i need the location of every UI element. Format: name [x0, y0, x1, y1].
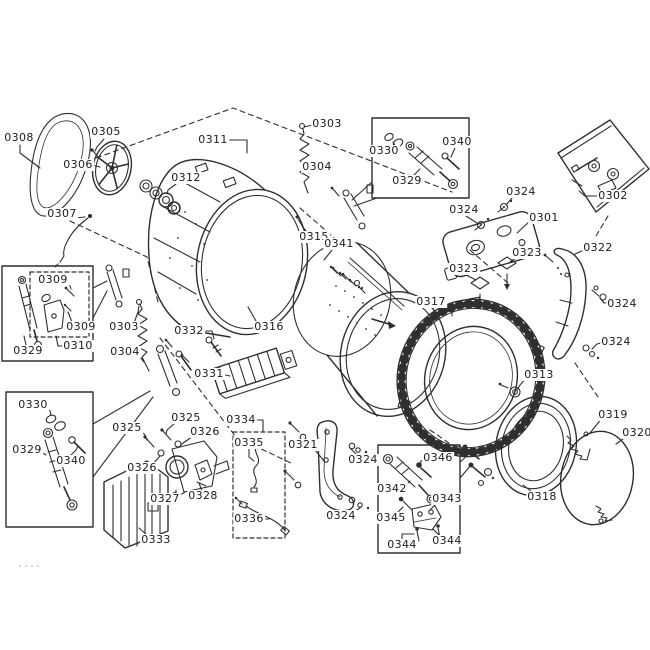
damping-block-drawing — [210, 347, 298, 399]
part-label-0321: 0321 — [287, 438, 319, 451]
clamp-ring-drawing — [559, 430, 635, 526]
part-label-0324: 0324 — [448, 203, 480, 216]
part-label-0313: 0313 — [523, 368, 555, 381]
part-label-0301: 0301 — [528, 211, 560, 224]
part-label-0327: 0327 — [149, 492, 181, 505]
part-label-0317: 0317 — [415, 295, 447, 308]
bearing-set-drawing — [139, 179, 181, 215]
part-label-0324: 0324 — [325, 509, 357, 522]
motor-drawing — [103, 460, 177, 549]
part-label-0311: 0311 — [197, 133, 229, 146]
central-damper-drawing — [155, 338, 190, 397]
part-label-0324: 0324 — [347, 453, 379, 466]
part-label-0333: 0333 — [140, 533, 172, 546]
part-label-0340: 0340 — [441, 135, 473, 148]
part-label-0310: 0310 — [62, 339, 94, 352]
kit-box-shock-left — [5, 390, 154, 528]
part-label-0322: 0322 — [582, 241, 614, 254]
part-label-0329: 0329 — [11, 443, 43, 456]
part-label-0342: 0342 — [376, 482, 408, 495]
kit-box-shock-top — [351, 117, 470, 207]
pressure-hose-drawing — [54, 214, 92, 268]
part-label-0330: 0330 — [17, 398, 49, 411]
assembly-guide-lines — [69, 107, 609, 465]
part-label-0302: 0302 — [597, 189, 629, 202]
part-label-0325: 0325 — [111, 421, 143, 434]
pulley-drawing — [91, 140, 133, 196]
pulley-screw-drawing — [90, 148, 100, 159]
part-label-0346: 0346 — [422, 451, 454, 464]
part-label-0329: 0329 — [391, 174, 423, 187]
part-label-0303: 0303 — [108, 320, 140, 333]
part-label-0330: 0330 — [368, 144, 400, 157]
rear-tub-drawing — [147, 158, 309, 338]
part-label-0323: 0323 — [511, 246, 543, 259]
part-label-0345: 0345 — [375, 511, 407, 524]
part-label-0324: 0324 — [606, 297, 638, 310]
part-label-0324: 0324 — [600, 335, 632, 348]
part-label-0331: 0331 — [193, 367, 225, 380]
loose-damper-mid-drawing — [105, 264, 130, 308]
part-label-0308: 0308 — [3, 131, 35, 144]
part-label-0304: 0304 — [109, 345, 141, 358]
part-label-0344: 0344 — [386, 538, 418, 551]
part-label-0341: 0341 — [323, 237, 355, 250]
part-label-0343: 0343 — [431, 492, 463, 505]
part-label-0326: 0326 — [126, 461, 158, 474]
part-label-0344: 0344 — [431, 534, 463, 547]
part-label-0316: 0316 — [253, 320, 285, 333]
part-label-0326: 0326 — [189, 425, 221, 438]
part-label-0320: 0320 — [621, 427, 650, 439]
part-label-0315: 0315 — [298, 230, 330, 243]
hanging-spring-top-drawing — [298, 122, 310, 194]
side-weight-drawing — [543, 247, 611, 360]
part-label-0324: 0324 — [505, 185, 537, 198]
part-label-0325: 0325 — [170, 411, 202, 424]
tub-damper-fasteners-drawing — [462, 444, 495, 487]
part-label-0309: 0309 — [65, 320, 97, 333]
part-label-0309: 0309 — [37, 273, 69, 286]
gasket-clamp-drawing — [498, 382, 521, 398]
leader-lines — [19, 124, 628, 540]
paper-specks — [19, 565, 39, 567]
pump-drawing — [143, 428, 230, 493]
drum-drawing — [292, 241, 447, 418]
part-label-0312: 0312 — [170, 171, 202, 184]
kit-box-shock-bottom-right — [377, 444, 472, 554]
part-label-0318: 0318 — [526, 490, 558, 503]
kit-box-mount-left — [1, 265, 108, 362]
mount-bolts-drawing — [175, 336, 222, 371]
drive-belt-drawing — [29, 112, 92, 217]
part-label-0328: 0328 — [187, 489, 219, 502]
part-label-0307: 0307 — [46, 207, 78, 220]
part-label-0336: 0336 — [233, 512, 265, 525]
loose-damper-top-drawing — [330, 184, 374, 290]
part-label-0319: 0319 — [597, 408, 629, 421]
part-label-0334: 0334 — [225, 413, 257, 426]
part-label-0329: 0329 — [12, 344, 44, 357]
part-label-0303: 0303 — [311, 117, 343, 130]
part-label-0306: 0306 — [62, 158, 94, 171]
part-label-0335: 0335 — [233, 436, 265, 449]
hanging-spring-left-drawing — [135, 298, 150, 372]
part-label-0323: 0323 — [448, 262, 480, 275]
part-label-0332: 0332 — [173, 324, 205, 337]
part-label-0304: 0304 — [301, 160, 333, 173]
part-label-0340: 0340 — [55, 454, 87, 467]
part-label-0305: 0305 — [90, 125, 122, 138]
